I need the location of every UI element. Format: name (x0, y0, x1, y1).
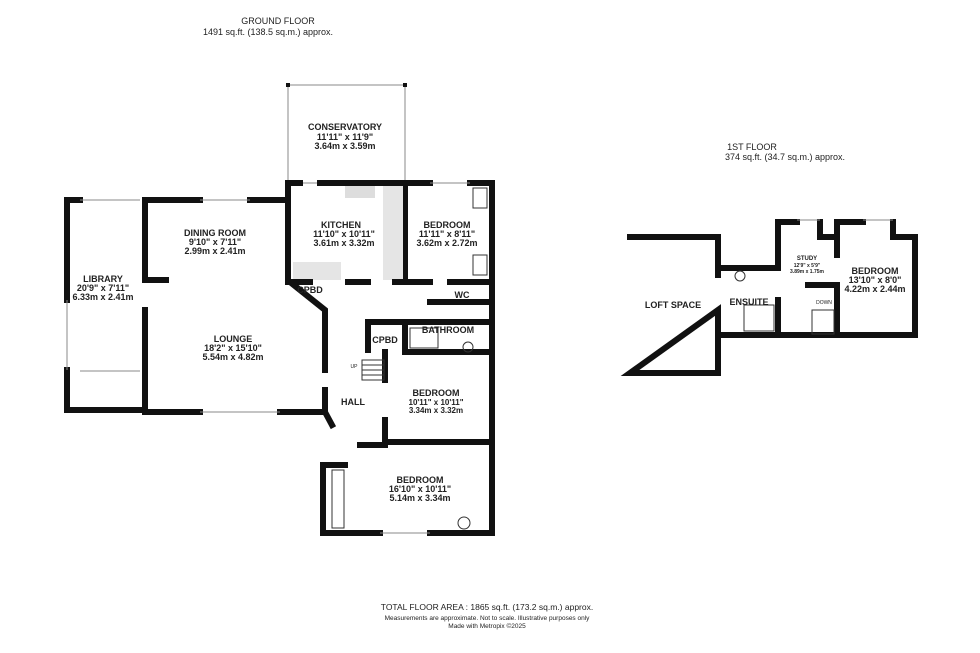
room-bedroom-4: BEDROOM 13'10" x 8'0" 4.22m x 2.44m (844, 266, 905, 294)
room-conservatory: CONSERVATORY 11'11" x 11'9" 3.64m x 3.59… (308, 122, 382, 151)
room-bedroom-3: BEDROOM 16'10" x 10'11" 5.14m x 3.34m (389, 475, 451, 503)
stairs-ground (361, 359, 385, 381)
svg-text:5.54m x 4.82m: 5.54m x 4.82m (202, 352, 263, 362)
ground-floor-walls (64, 83, 495, 536)
label-wc: WC (455, 290, 470, 300)
svg-text:2.99m x 2.41m: 2.99m x 2.41m (184, 246, 245, 256)
first-floor-area: 374 sq.ft. (34.7 sq.m.) approx. (725, 152, 845, 162)
svg-text:KITCHEN: KITCHEN (321, 220, 361, 230)
ground-floor-area: 1491 sq.ft. (138.5 sq.m.) approx. (203, 27, 333, 37)
label-bathroom: BATHROOM (422, 325, 474, 335)
svg-text:BEDROOM: BEDROOM (852, 266, 899, 276)
svg-text:LIBRARY: LIBRARY (83, 274, 123, 284)
svg-text:STUDY: STUDY (797, 256, 817, 262)
room-study: STUDY 12'9" x 5'9" 3.89m x 1.75m (790, 256, 824, 275)
svg-text:BEDROOM: BEDROOM (413, 388, 460, 398)
svg-text:3.64m x 3.59m: 3.64m x 3.59m (314, 141, 375, 151)
svg-text:LOUNGE: LOUNGE (214, 334, 253, 344)
label-up: UP (351, 364, 359, 370)
svg-text:10'11" x 10'11": 10'11" x 10'11" (409, 398, 464, 407)
label-loft-space: LOFT SPACE (645, 300, 701, 310)
shower-icon (743, 304, 775, 332)
svg-text:16'10" x 10'11": 16'10" x 10'11" (389, 484, 451, 494)
room-bedroom-2: BEDROOM 10'11" x 10'11" 3.34m x 3.32m (409, 388, 464, 415)
svg-text:3.89m x 1.75m: 3.89m x 1.75m (790, 269, 824, 275)
basin-icon (462, 341, 474, 353)
svg-text:6.33m x 2.41m: 6.33m x 2.41m (72, 292, 133, 302)
room-dining-room: DINING ROOM 9'10" x 7'11" 2.99m x 2.41m (184, 228, 246, 256)
kitchen-counter (383, 186, 403, 280)
svg-text:11'11" x 8'11": 11'11" x 8'11" (419, 229, 475, 239)
kitchen-sink (345, 186, 375, 198)
svg-text:DINING ROOM: DINING ROOM (184, 228, 246, 238)
label-down: DOWN (816, 300, 832, 306)
label-ensuite: ENSUITE (729, 297, 768, 307)
toilet-icon (734, 270, 746, 282)
svg-text:9'10" x 7'11": 9'10" x 7'11" (189, 237, 241, 247)
svg-text:CONSERVATORY: CONSERVATORY (308, 122, 382, 132)
svg-text:11'10" x 10'11": 11'10" x 10'11" (313, 229, 375, 239)
svg-text:3.61m x 3.32m: 3.61m x 3.32m (313, 238, 374, 248)
label-hall: HALL (341, 397, 365, 407)
label-cpbd-1: CPBD (297, 285, 323, 295)
svg-text:12'9" x 5'9": 12'9" x 5'9" (794, 263, 821, 269)
svg-text:4.22m x 2.44m: 4.22m x 2.44m (844, 284, 905, 294)
svg-text:18'2" x 15'10": 18'2" x 15'10" (204, 343, 262, 353)
svg-text:BEDROOM: BEDROOM (397, 475, 444, 485)
shower-icon (409, 327, 439, 349)
disclaimer: Measurements are approximate. Not to sca… (385, 615, 591, 622)
svg-text:BEDROOM: BEDROOM (424, 220, 471, 230)
svg-text:20'9" x 7'11": 20'9" x 7'11" (77, 283, 129, 293)
label-cpbd-2: CPBD (372, 335, 398, 345)
svg-text:3.34m x 3.32m: 3.34m x 3.32m (409, 406, 463, 415)
svg-text:3.62m x 2.72m: 3.62m x 2.72m (416, 238, 477, 248)
room-bedroom-1: BEDROOM 11'11" x 8'11" 3.62m x 2.72m (416, 220, 477, 248)
first-floor-walls (620, 219, 918, 376)
room-library: LIBRARY 20'9" x 7'11" 6.33m x 2.41m (72, 274, 133, 302)
first-floor-title: 1ST FLOOR (727, 142, 777, 152)
svg-text:11'11" x 11'9": 11'11" x 11'9" (317, 132, 373, 142)
ground-floor-title: GROUND FLOOR (241, 16, 315, 26)
stairs-first (811, 309, 835, 335)
basin-icon (457, 516, 471, 530)
room-kitchen: KITCHEN 11'10" x 10'11" 3.61m x 3.32m (313, 220, 375, 248)
svg-text:5.14m x 3.34m: 5.14m x 3.34m (389, 493, 450, 503)
svg-text:13'10" x 8'0": 13'10" x 8'0" (849, 275, 902, 285)
credit: Made with Metropix ©2025 (448, 622, 526, 630)
room-lounge: LOUNGE 18'2" x 15'10" 5.54m x 4.82m (202, 334, 263, 362)
total-floor-area: TOTAL FLOOR AREA : 1865 sq.ft. (173.2 sq… (381, 602, 593, 612)
